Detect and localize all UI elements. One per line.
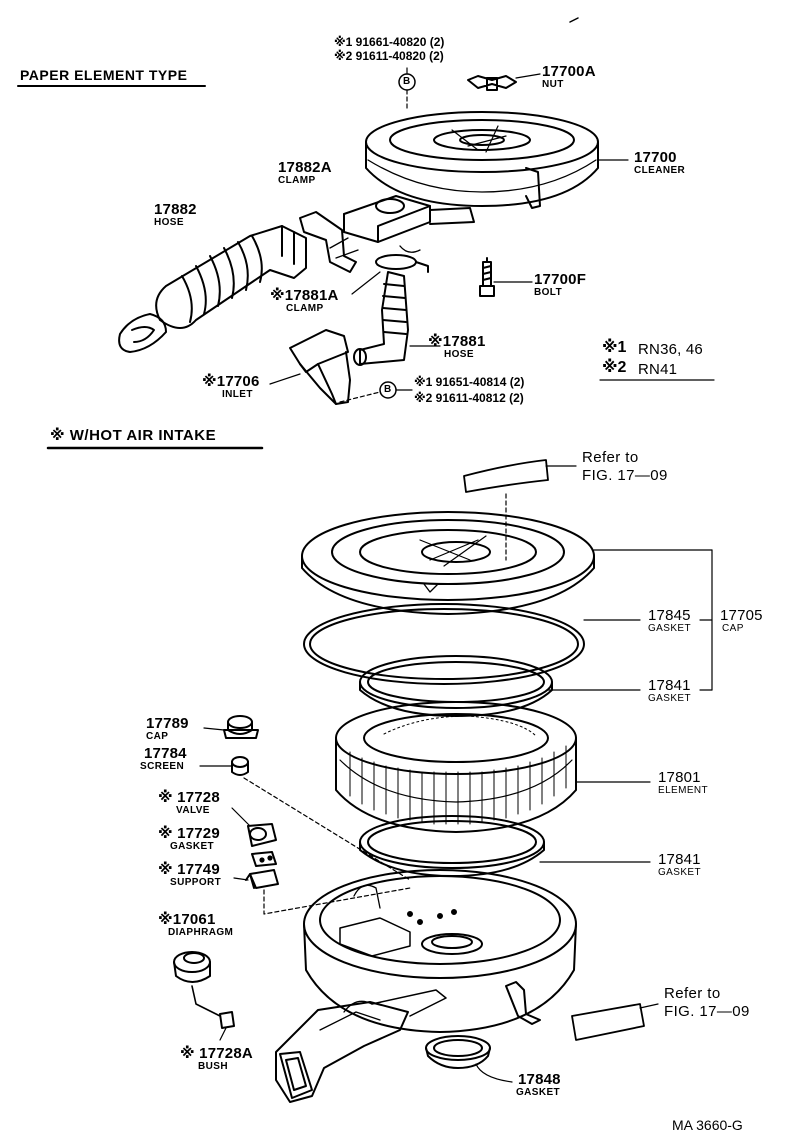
cleaner-case-drawing bbox=[303, 869, 577, 1033]
cap-17789-part-number: 17789 bbox=[146, 715, 189, 732]
cap-17705-part-name: CAP bbox=[722, 623, 744, 634]
clamp-17881a-part-name: CLAMP bbox=[286, 303, 324, 314]
diaphragm-17061-drawing bbox=[173, 951, 221, 1017]
hose-17882-part-name: HOSE bbox=[154, 217, 184, 228]
refer-top-line2: FIG. 17—09 bbox=[582, 467, 668, 484]
hose-17881-part-number: ※17881 bbox=[428, 333, 486, 350]
gasket-17729-part-number: ※ 17729 bbox=[158, 825, 220, 842]
screen-17784-part-number: 17784 bbox=[144, 745, 187, 762]
legend-mark-1: ※1 bbox=[602, 339, 627, 356]
bolt-17700f-part-name: BOLT bbox=[534, 287, 563, 298]
gasket-17845-part-number: 17845 bbox=[648, 607, 691, 624]
cap-17789-part-name: CAP bbox=[146, 731, 169, 742]
gasket-17841-lower-part-name: GASKET bbox=[658, 867, 701, 878]
gasket-17841-upper-part-name: GASKET bbox=[648, 693, 691, 704]
inlet-17706-part-name: INLET bbox=[222, 389, 253, 400]
support-17749-part-name: SUPPORT bbox=[170, 877, 222, 888]
screen-17784-part-name: SCREEN bbox=[140, 761, 185, 772]
bolt-17700f-drawing bbox=[479, 257, 533, 297]
legend-mark-2: ※2 bbox=[602, 359, 627, 376]
cap-17789-drawing bbox=[203, 715, 259, 739]
bush-17728a-part-name: BUSH bbox=[198, 1061, 228, 1072]
duct-connector-drawing bbox=[343, 195, 475, 253]
diaphragm-17061-part-name: DIAPHRAGM bbox=[168, 927, 234, 938]
clamp-17881a-part-number: ※17881A bbox=[270, 287, 339, 304]
diagram-code: MA 3660-G bbox=[672, 1117, 743, 1133]
gasket-17729-part-name: GASKET bbox=[170, 841, 215, 852]
refer-bottom-line2: FIG. 17—09 bbox=[664, 1003, 750, 1020]
bolt-17700f-part-number: 17700F bbox=[534, 271, 587, 288]
element-17801-part-name: ELEMENT bbox=[658, 785, 709, 796]
hose-17882-drawing bbox=[118, 225, 307, 353]
cleaner-part-number: 17700 bbox=[634, 149, 677, 166]
valve-17728-part-number: ※ 17728 bbox=[158, 789, 220, 806]
cleaner-17700-drawing bbox=[365, 111, 599, 209]
cap-17705-part-number: 17705 bbox=[720, 607, 763, 624]
refer-bottom-line1: Refer to bbox=[664, 985, 721, 1002]
hose-17882-part-number: 17882 bbox=[154, 201, 197, 218]
cap-17705-drawing bbox=[301, 511, 595, 615]
gasket-17848-drawing bbox=[425, 1035, 513, 1083]
gasket-17845-part-name: GASKET bbox=[648, 623, 691, 634]
element-17801-part-number: 17801 bbox=[658, 769, 701, 786]
hose-17881-drawing bbox=[353, 271, 441, 366]
nut-part-number: 17700A bbox=[542, 63, 596, 80]
clamp-17881a-drawing bbox=[375, 254, 417, 270]
bush-17728a-part-number: ※ 17728A bbox=[180, 1045, 253, 1062]
bolts-bottom-2: ※2 91611-40812 (2) bbox=[414, 391, 524, 405]
diaphragm-17061-part-number: ※17061 bbox=[158, 911, 216, 928]
refer-shield-bottom bbox=[571, 1003, 645, 1041]
snorkel-drawing bbox=[275, 989, 447, 1103]
inlet-17706-part-number: ※17706 bbox=[202, 373, 260, 390]
screen-17784-drawing bbox=[199, 756, 411, 881]
gasket-17848-part-name: GASKET bbox=[516, 1087, 561, 1098]
nut-part-name: NUT bbox=[542, 79, 564, 90]
support-17749-drawing bbox=[233, 869, 411, 915]
clamp-17882a-part-number: 17882A bbox=[278, 159, 332, 176]
gasket-17841-upper-part-number: 17841 bbox=[648, 677, 691, 694]
valve-17728-part-name: VALVE bbox=[176, 805, 210, 816]
clamp-17882a-drawing bbox=[299, 211, 357, 273]
clamp-17882a-part-name: CLAMP bbox=[278, 175, 316, 186]
marker-b-bottom-label: B bbox=[384, 384, 392, 395]
element-17801-drawing bbox=[335, 701, 577, 833]
gasket-17845-drawing bbox=[303, 603, 585, 685]
hose-17881-part-name: HOSE bbox=[444, 349, 474, 360]
bolts-top-2: ※2 91611-40820 (2) bbox=[334, 49, 444, 63]
valve-17728-drawing bbox=[231, 807, 277, 847]
bolts-top-1: ※1 91661-40820 (2) bbox=[334, 35, 445, 49]
legend-text-2: RN41 bbox=[638, 361, 678, 378]
refer-top-line1: Refer to bbox=[582, 449, 639, 466]
bolts-bottom-1: ※1 91651-40814 (2) bbox=[414, 375, 525, 389]
bush-17728a-drawing bbox=[219, 1011, 235, 1041]
cleaner-part-name: CLEANER bbox=[634, 165, 686, 176]
gasket-17848-part-number: 17848 bbox=[518, 1071, 561, 1088]
legend-text-1: RN36, 46 bbox=[638, 341, 703, 358]
inlet-17706-drawing bbox=[269, 329, 381, 405]
support-17749-part-number: ※ 17749 bbox=[158, 861, 220, 878]
gasket-17841-upper-drawing bbox=[359, 655, 553, 717]
hot-air-intake-heading: ※ W/HOT AIR INTAKE bbox=[50, 427, 217, 444]
paper-element-type-heading: PAPER ELEMENT TYPE bbox=[20, 67, 188, 83]
marker-b-top-label: B bbox=[403, 76, 411, 87]
gasket-17729-drawing bbox=[251, 851, 277, 867]
refer-shield-top bbox=[463, 459, 549, 493]
gasket-17841-lower-part-number: 17841 bbox=[658, 851, 701, 868]
nut-17700a-drawing bbox=[467, 75, 517, 91]
